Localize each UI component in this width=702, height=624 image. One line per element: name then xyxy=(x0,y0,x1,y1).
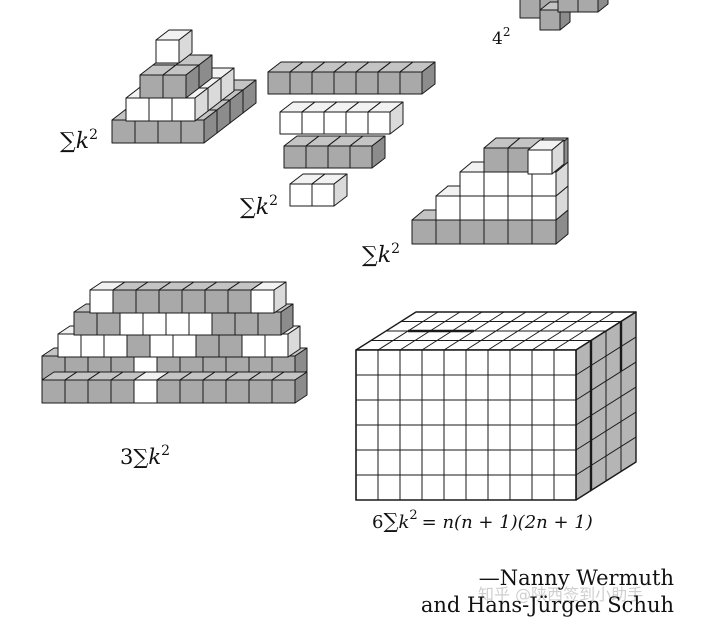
cube-lay-c1-front xyxy=(305,145,329,169)
cube-triple-2-4-front xyxy=(165,311,190,336)
cube-top-right-c-r0c1-front xyxy=(577,0,599,13)
cube-triple-1-5-front xyxy=(172,333,197,358)
label-sum-staircase: ∑k2 xyxy=(362,241,400,268)
cube-triple-2-5-front xyxy=(188,311,213,336)
cube-triple-front-6-front xyxy=(179,379,204,404)
cube-stair-0-2-front xyxy=(459,219,485,245)
cube-triple-1-9-front xyxy=(264,333,289,358)
cube-triple-3-7-front xyxy=(250,289,275,314)
cube-lay-b2-front xyxy=(323,111,347,135)
cube-stair-2-0-front xyxy=(459,171,485,197)
cube-triple-2-7-front xyxy=(234,311,259,336)
label-triple-sum: 3∑k2 xyxy=(120,443,170,469)
credit-line-2: and Hans-Jürgen Schuh xyxy=(421,593,674,617)
cube-triple-front-1-front xyxy=(64,379,89,404)
cube-pyr-l0-02-front xyxy=(157,119,182,144)
cube-pyr-l1-02-front xyxy=(171,97,196,122)
cube-triple-2-0-front xyxy=(73,311,98,336)
cube-top-right-b-front xyxy=(539,9,561,31)
cube-pyr-l0-03-front xyxy=(180,119,205,144)
cube-triple-front-3-front xyxy=(110,379,135,404)
cube-triple-front-2-front xyxy=(87,379,112,404)
cube-top-right-a-r0c0-front xyxy=(519,0,541,19)
cube-stair-2-3-front xyxy=(531,171,557,197)
cube-triple-3-3-front xyxy=(158,289,183,314)
cube-stair-0-1-front xyxy=(435,219,461,245)
cube-pyr-l2-00-front xyxy=(139,74,164,99)
cube-stair-0-4-front xyxy=(507,219,533,245)
cube-triple-front-7-front xyxy=(202,379,227,404)
cube-triple-2-1-front xyxy=(96,311,121,336)
credit-line-1: —Nanny Wermuth xyxy=(479,566,674,590)
cube-triple-front-9-front xyxy=(248,379,273,404)
cube-triple-1-1-front xyxy=(80,333,105,358)
cube-triple-3-0-front xyxy=(89,289,114,314)
cube-drawings xyxy=(41,0,637,501)
cube-triple-1-4-front xyxy=(149,333,174,358)
cube-lay-a4-front xyxy=(355,71,379,95)
cube-triple-2-6-front xyxy=(211,311,236,336)
cube-triple-2-3-front xyxy=(142,311,167,336)
cube-lay-d1-front xyxy=(311,183,335,207)
cube-triple-1-0-front xyxy=(57,333,82,358)
cube-lay-a3-front xyxy=(333,71,357,95)
cube-stair-2-1-front xyxy=(483,171,509,197)
cube-stair-3-0-front xyxy=(483,147,509,173)
cube-triple-2-2-front xyxy=(119,311,144,336)
cube-stair-2-2-front xyxy=(507,171,533,197)
cube-triple-front-0-front xyxy=(41,379,66,404)
cube-stair-0-3-front xyxy=(483,219,509,245)
cube-triple-3-1-front xyxy=(112,289,137,314)
label-sum-layers: ∑k2 xyxy=(240,193,278,220)
cube-triple-front-8-front xyxy=(225,379,250,404)
cube-triple-3-6-front xyxy=(227,289,252,314)
cube-stair-0-5-front xyxy=(531,219,557,245)
cube-lay-a5-front xyxy=(377,71,401,95)
cube-triple-front-5-front xyxy=(156,379,181,404)
cube-lay-c3-front xyxy=(349,145,373,169)
cube-stair-1-0-front xyxy=(435,195,461,221)
cube-triple-front-10-front xyxy=(271,379,296,404)
cube-stair-4-0-front xyxy=(527,149,553,175)
cube-lay-b4-front xyxy=(367,111,391,135)
cube-triple-3-2-front xyxy=(135,289,160,314)
cube-lay-b3-front xyxy=(345,111,369,135)
cube-triple-1-6-front xyxy=(195,333,220,358)
cube-triple-1-3-front xyxy=(126,333,151,358)
cube-stair-1-4-front xyxy=(531,195,557,221)
cube-pyr-l3-front xyxy=(155,39,180,64)
cube-lay-a2-front xyxy=(311,71,335,95)
cube-lay-c2-front xyxy=(327,145,351,169)
cube-triple-1-8-front xyxy=(241,333,266,358)
cube-top-right-c-r0c1-side xyxy=(597,0,609,13)
cube-pyr-l1-00-front xyxy=(125,97,150,122)
cube-lay-c0-front xyxy=(283,145,307,169)
cube-lay-a1-front xyxy=(289,71,313,95)
cube-stair-0-0-front xyxy=(411,219,437,245)
cube-lay-a0-front xyxy=(267,71,291,95)
cube-triple-1-2-front xyxy=(103,333,128,358)
cube-lay-a6-front xyxy=(399,71,423,95)
cube-pyr-l2-01-front xyxy=(162,74,187,99)
watermark-text: 知乎 @陕西签到小助手 xyxy=(478,585,643,604)
cube-stair-1-3-front xyxy=(507,195,533,221)
label-4-squared: 42 xyxy=(492,25,510,49)
cube-stair-1-2-front xyxy=(483,195,509,221)
label-formula: 6∑k2= n(n + 1)(2n + 1) xyxy=(372,508,593,533)
cube-triple-2-8-front xyxy=(257,311,282,336)
cube-triple-3-5-front xyxy=(204,289,229,314)
cube-lay-b0-front xyxy=(279,111,303,135)
cube-lay-b1-front xyxy=(301,111,325,135)
cube-triple-3-4-front xyxy=(181,289,206,314)
label-sum-pyramid: ∑k2 xyxy=(60,127,98,154)
cube-lay-d0-front xyxy=(289,183,313,207)
cube-pyr-l0-00-front xyxy=(111,119,136,144)
cube-top-right-c-r0c0-front xyxy=(557,0,579,13)
cube-triple-front-4-front xyxy=(133,379,158,404)
cube-stair-1-1-front xyxy=(459,195,485,221)
cube-pyr-l1-01-front xyxy=(148,97,173,122)
cube-pyr-l0-01-front xyxy=(134,119,159,144)
cube-triple-1-7-front xyxy=(218,333,243,358)
